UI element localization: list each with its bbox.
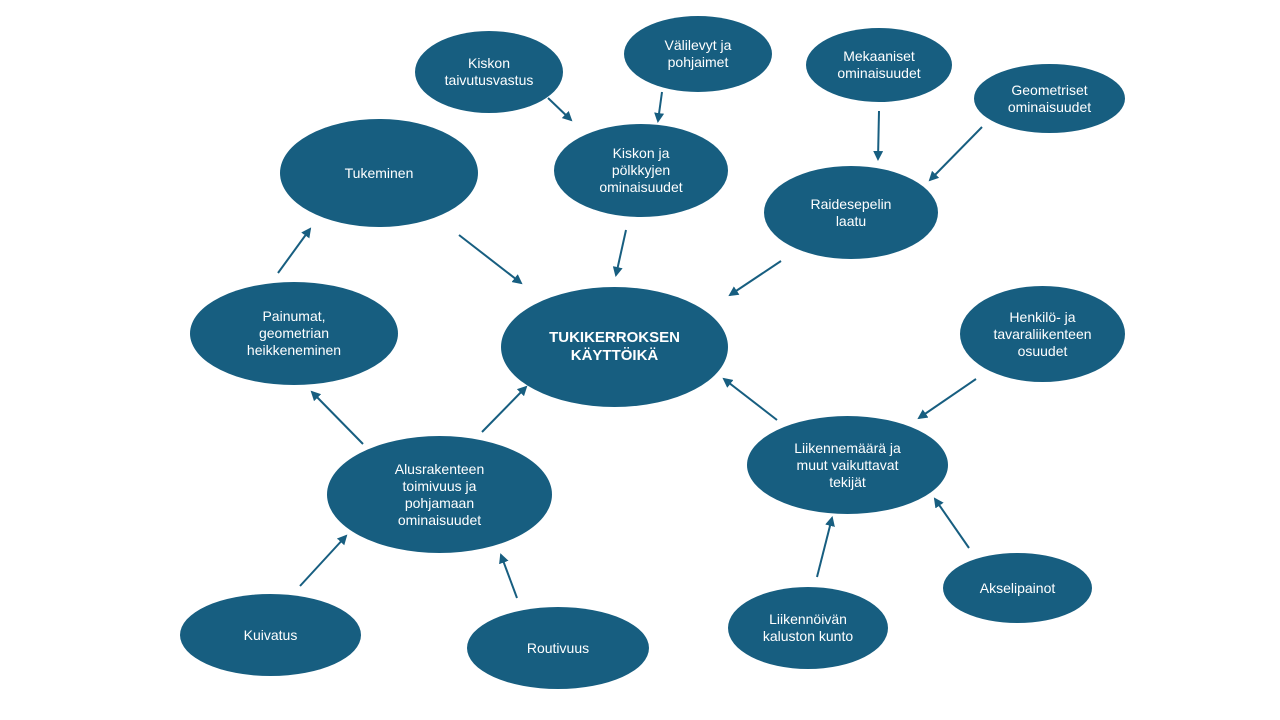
- node-kiskon-ja-polkkyjen-ominaisuudet: Kiskon ja pölkkyjen ominaisuudet: [554, 124, 728, 217]
- node-liikennemaara-ja-muut-tekijat: Liikennemäärä ja muut vaikuttavat tekijä…: [747, 416, 948, 514]
- arrow-taivutus-to-kiskon: [547, 97, 573, 122]
- arrow-akselipainot-to-liikennemaara: [933, 497, 970, 549]
- node-akselipainot: Akselipainot: [943, 553, 1092, 623]
- node-valilevyt-ja-pohjaimet: Välilevyt ja pohjaimet: [624, 16, 772, 92]
- arrow-kuivatus-to-alusrakenne: [299, 534, 348, 587]
- node-mekaaniset-ominaisuudet: Mekaaniset ominaisuudet: [806, 28, 952, 102]
- node-tukeminen: Tukeminen: [280, 119, 478, 227]
- arrow-valilevyt-to-kiskon: [654, 91, 665, 123]
- arrow-painumat-to-tukeminen: [277, 227, 312, 274]
- arrow-henkilo-to-liikennemaara: [917, 378, 977, 420]
- node-henkilo-ja-tavaraliikenteen-osuudet: Henkilö- ja tavaraliikenteen osuudet: [960, 286, 1125, 382]
- arrow-geometriset-to-raidesepeli: [928, 126, 983, 182]
- arrow-raidesepeli-to-center: [728, 260, 782, 297]
- arrow-liikennemaara-to-center: [722, 377, 778, 421]
- node-raidesepelin-laatu: Raidesepelin laatu: [764, 166, 938, 259]
- arrow-alusrakenne-to-center: [481, 385, 528, 433]
- node-liikennoivan-kaluston-kunto: Liikennöivän kaluston kunto: [728, 587, 888, 669]
- arrow-mekaaniset-to-raidesepeli: [873, 110, 884, 161]
- arrow-routivuus-to-alusrakenne: [499, 553, 518, 599]
- node-kiskon-taivutusvastus: Kiskon taivutusvastus: [415, 31, 563, 113]
- arrow-kalusto-to-liikennemaara: [816, 516, 835, 578]
- arrow-alusrakenne-to-painumat: [310, 390, 364, 445]
- node-geometriset-ominaisuudet: Geometriset ominaisuudet: [974, 64, 1125, 133]
- node-kuivatus: Kuivatus: [180, 594, 361, 676]
- node-routivuus: Routivuus: [467, 607, 649, 689]
- arrow-tukeminen-to-center: [458, 234, 523, 285]
- node-tukikerroksen-kayttoika: TUKIKERROKSEN KÄYTTÖIKÄ: [501, 287, 728, 407]
- node-alusrakenteen-toimivuus: Alusrakenteen toimivuus ja pohjamaan omi…: [327, 436, 552, 553]
- arrow-kiskon-to-center: [612, 229, 627, 277]
- node-painumat-geometrian-heikkeneminen: Painumat, geometrian heikkeneminen: [190, 282, 398, 385]
